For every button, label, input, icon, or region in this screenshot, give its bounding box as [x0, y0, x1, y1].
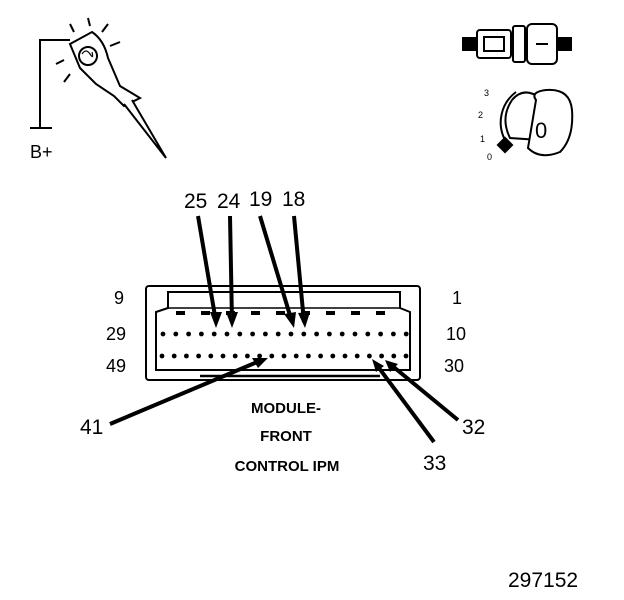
connector-pin [301, 331, 307, 337]
connector-pin [269, 353, 275, 359]
ignition-key-position: 0 [535, 118, 547, 143]
row-label-30: 30 [444, 356, 464, 376]
connector-pin [378, 331, 383, 337]
connector-pin [201, 311, 210, 315]
row-label-10: 10 [446, 324, 466, 344]
b-plus-label: B+ [30, 142, 53, 162]
callout-pin-32: 32 [462, 416, 485, 439]
connector-pin [367, 353, 372, 359]
connector-pin [403, 331, 409, 337]
connector-pin [379, 353, 384, 359]
connector-pin [326, 311, 335, 315]
connector-pin [186, 331, 192, 337]
connector-pin [288, 331, 294, 337]
connector-pin [391, 331, 396, 337]
connector-pin [293, 353, 299, 359]
pin-row-top [176, 311, 385, 315]
connector-pin [250, 331, 256, 337]
row-label-1: 1 [452, 288, 462, 308]
connector-pin [391, 353, 397, 359]
connector-pin [376, 311, 385, 315]
connector-pin [224, 331, 230, 337]
pin-row-middle [160, 331, 409, 337]
connector-pin [173, 331, 179, 337]
connector-pin [237, 331, 243, 337]
connector-pin [365, 331, 371, 337]
ignition-position-0: 0 [487, 152, 492, 162]
connector-pin [318, 353, 323, 359]
connector-pin [342, 353, 348, 359]
callout-pin-33: 33 [423, 452, 446, 475]
connector-pin [339, 331, 345, 337]
connector-pin [245, 353, 250, 359]
callout-pin-24: 24 [217, 190, 241, 213]
connector-pin [211, 331, 217, 337]
row-label-29: 29 [106, 324, 126, 344]
connector-pin [351, 311, 360, 315]
connector-pin [263, 331, 268, 337]
connector-pin [251, 311, 260, 315]
connector-pin [403, 353, 409, 359]
connector-pin [232, 353, 238, 359]
connector-pin [184, 353, 189, 359]
callout-arrowheads [210, 312, 398, 372]
connector-pin [327, 331, 332, 337]
connector-pin [314, 331, 319, 337]
connector-pin [171, 353, 177, 359]
ignition-position-2: 2 [478, 110, 483, 120]
connector-pin [160, 331, 166, 337]
pin-row-bottom [159, 353, 409, 359]
connector-pin [275, 331, 281, 337]
connector-pin [220, 353, 226, 359]
connector-disconnect-icon [462, 23, 572, 65]
ignition-position-1: 1 [480, 134, 485, 144]
connector-pin [281, 353, 287, 359]
connector-pin [257, 353, 262, 359]
callout-pin-25: 25 [184, 190, 207, 213]
connector-pin [330, 353, 336, 359]
callout-arrows [109, 215, 460, 444]
connector-pin [208, 353, 214, 359]
callout-pin-41: 41 [80, 416, 103, 439]
connector-pin [352, 331, 358, 337]
module-name-line-1: MODULE- [251, 400, 321, 417]
figure-number: 297152 [508, 569, 578, 592]
ignition-key-icon [496, 88, 574, 157]
connector-pin [354, 353, 360, 359]
callout-pin-18: 18 [282, 188, 305, 211]
connector-pin [306, 353, 311, 359]
row-label-49: 49 [106, 356, 126, 376]
module-name-line-3: CONTROL IPM [235, 458, 340, 475]
row-label-9: 9 [114, 288, 124, 308]
connector-pin [159, 353, 165, 359]
connector-pin [199, 331, 204, 337]
test-light-icon [30, 17, 167, 159]
connector-pin [176, 311, 185, 315]
connector-pin [276, 311, 285, 315]
module-name-line-2: FRONT [260, 428, 312, 445]
callout-pin-19: 19 [249, 188, 272, 211]
connector-pin [196, 353, 202, 359]
ignition-position-3: 3 [484, 88, 489, 98]
